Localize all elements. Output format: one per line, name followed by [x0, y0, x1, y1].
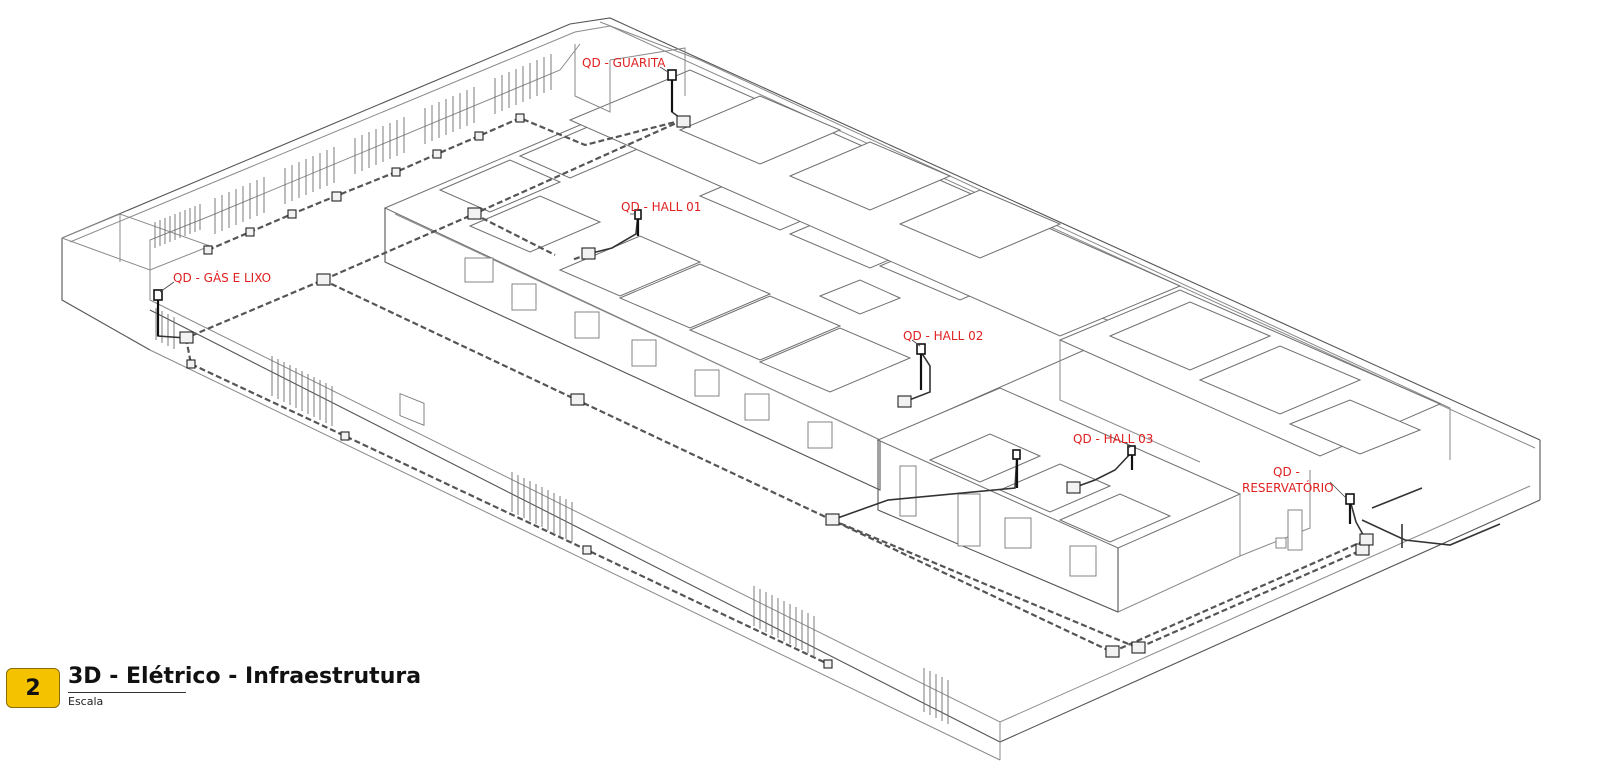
panel-reservatorio [1345, 493, 1355, 524]
junction-box [676, 115, 691, 128]
perimeter-wall [61, 17, 1541, 761]
label-qd-reservatorio-line2: RESERVATÓRIO [1242, 480, 1334, 495]
junction-box [1131, 641, 1146, 654]
junction-box [331, 191, 342, 202]
label-qd-hall03: QD - HALL 03 [1073, 432, 1153, 446]
label-leaders [159, 66, 1347, 499]
junction-box [1105, 645, 1120, 658]
junction-box [432, 149, 442, 159]
junction-box [515, 113, 525, 123]
label-qd-gas-lixo: QD - GÁS E LIXO [173, 270, 271, 285]
title-underline [68, 692, 186, 693]
panel-guarita [667, 69, 677, 112]
junction-box [1066, 481, 1081, 494]
distribution-panels [153, 69, 1355, 524]
scale-label: Escala [68, 695, 104, 708]
panel-hall02 [916, 343, 926, 390]
building-front-block [876, 387, 1311, 613]
junction-box [581, 247, 596, 260]
junction-box [825, 513, 840, 526]
guarita-block [574, 44, 686, 113]
perimeter-grates-front [155, 308, 949, 724]
junction-box [582, 545, 592, 555]
junction-box [897, 395, 912, 408]
panel-gas-lixo [153, 289, 163, 336]
junction-box [391, 167, 401, 177]
junction-box [474, 131, 484, 141]
panel-hall01 [634, 209, 642, 236]
junction-box [823, 659, 833, 669]
building-right-wing [568, 69, 1442, 463]
junction-box [287, 209, 297, 219]
label-qd-hall02: QD - HALL 02 [903, 329, 983, 343]
junction-boxes [179, 113, 1374, 669]
view-number-badge: 2 [6, 668, 60, 708]
junction-box [179, 331, 194, 344]
label-qd-hall01: QD - HALL 01 [621, 200, 701, 214]
junction-box [1359, 533, 1374, 546]
junction-box [245, 227, 255, 237]
junction-box [340, 431, 350, 441]
view-title: 3D - Elétrico - Infraestrutura [68, 664, 422, 689]
junction-box [570, 393, 585, 406]
panel-hall03 [1127, 445, 1136, 470]
label-qd-reservatorio-line1: QD - [1273, 465, 1300, 479]
panel-labels: QD - GUARITA QD - HALL 01 QD - GÁS E LIX… [173, 56, 1334, 495]
junction-box [316, 273, 331, 286]
junction-box [1355, 543, 1370, 556]
panel-hall03-secondary [1012, 449, 1021, 488]
label-qd-guarita: QD - GUARITA [582, 56, 666, 70]
view-title-block: 2 3D - Elétrico - Infraestrutura Escala [6, 664, 526, 724]
junction-box [203, 245, 213, 255]
perimeter-grates-top [154, 54, 552, 248]
junction-box [186, 359, 196, 369]
junction-box [467, 207, 482, 220]
